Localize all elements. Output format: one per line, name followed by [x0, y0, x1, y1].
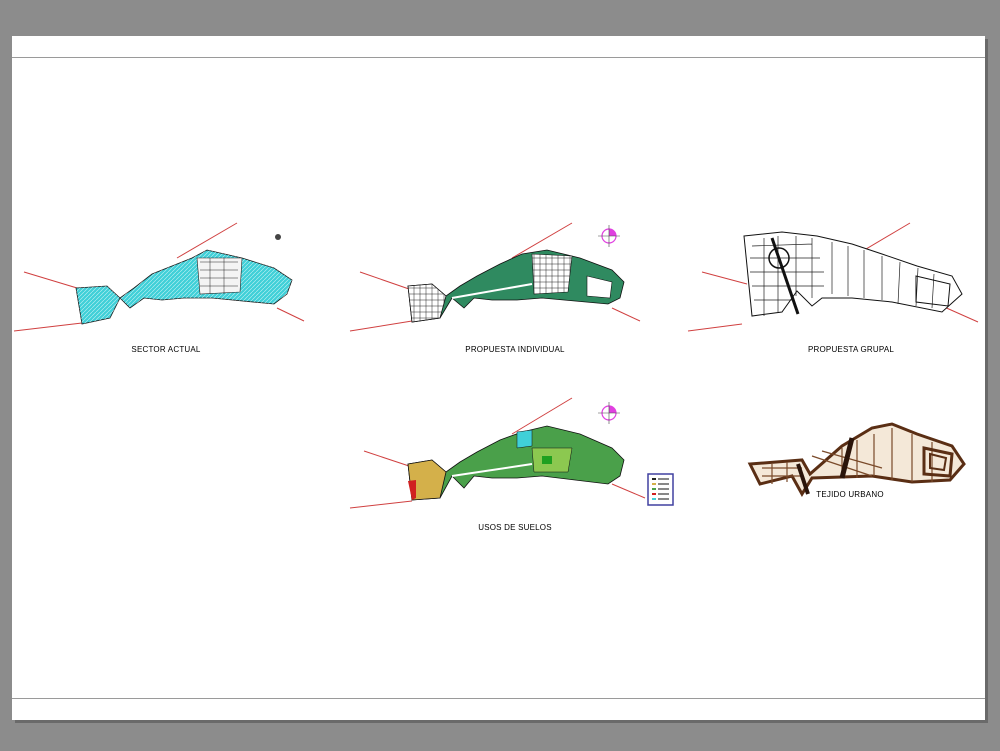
label-propuesta-individual: PROPUESTA INDIVIDUAL [465, 345, 565, 354]
frame-line-bottom [12, 698, 985, 699]
legend-box-icon [647, 473, 674, 506]
label-usos-de-suelos: USOS DE SUELOS [478, 523, 552, 532]
frame-line-top [12, 57, 985, 58]
plan-drawing [13, 222, 979, 509]
label-sector-actual: SECTOR ACTUAL [131, 345, 201, 354]
sector-actual-plan [13, 222, 305, 332]
drawing-sheet: SECTOR ACTUAL PROPUESTA INDIVIDUAL PROPU… [12, 36, 985, 720]
label-tejido-urbano: TEJIDO URBANO [816, 490, 884, 499]
usos-de-suelos-plan [349, 397, 674, 509]
propuesta-individual-plan [349, 222, 641, 332]
sector-north-icon [275, 234, 281, 240]
north-arrow-icon [598, 402, 620, 424]
label-propuesta-grupal: PROPUESTA GRUPAL [807, 345, 895, 354]
propuesta-grupal-plan [687, 222, 979, 332]
tejido-urbano-plan [747, 422, 966, 497]
north-arrow-icon [598, 225, 620, 247]
